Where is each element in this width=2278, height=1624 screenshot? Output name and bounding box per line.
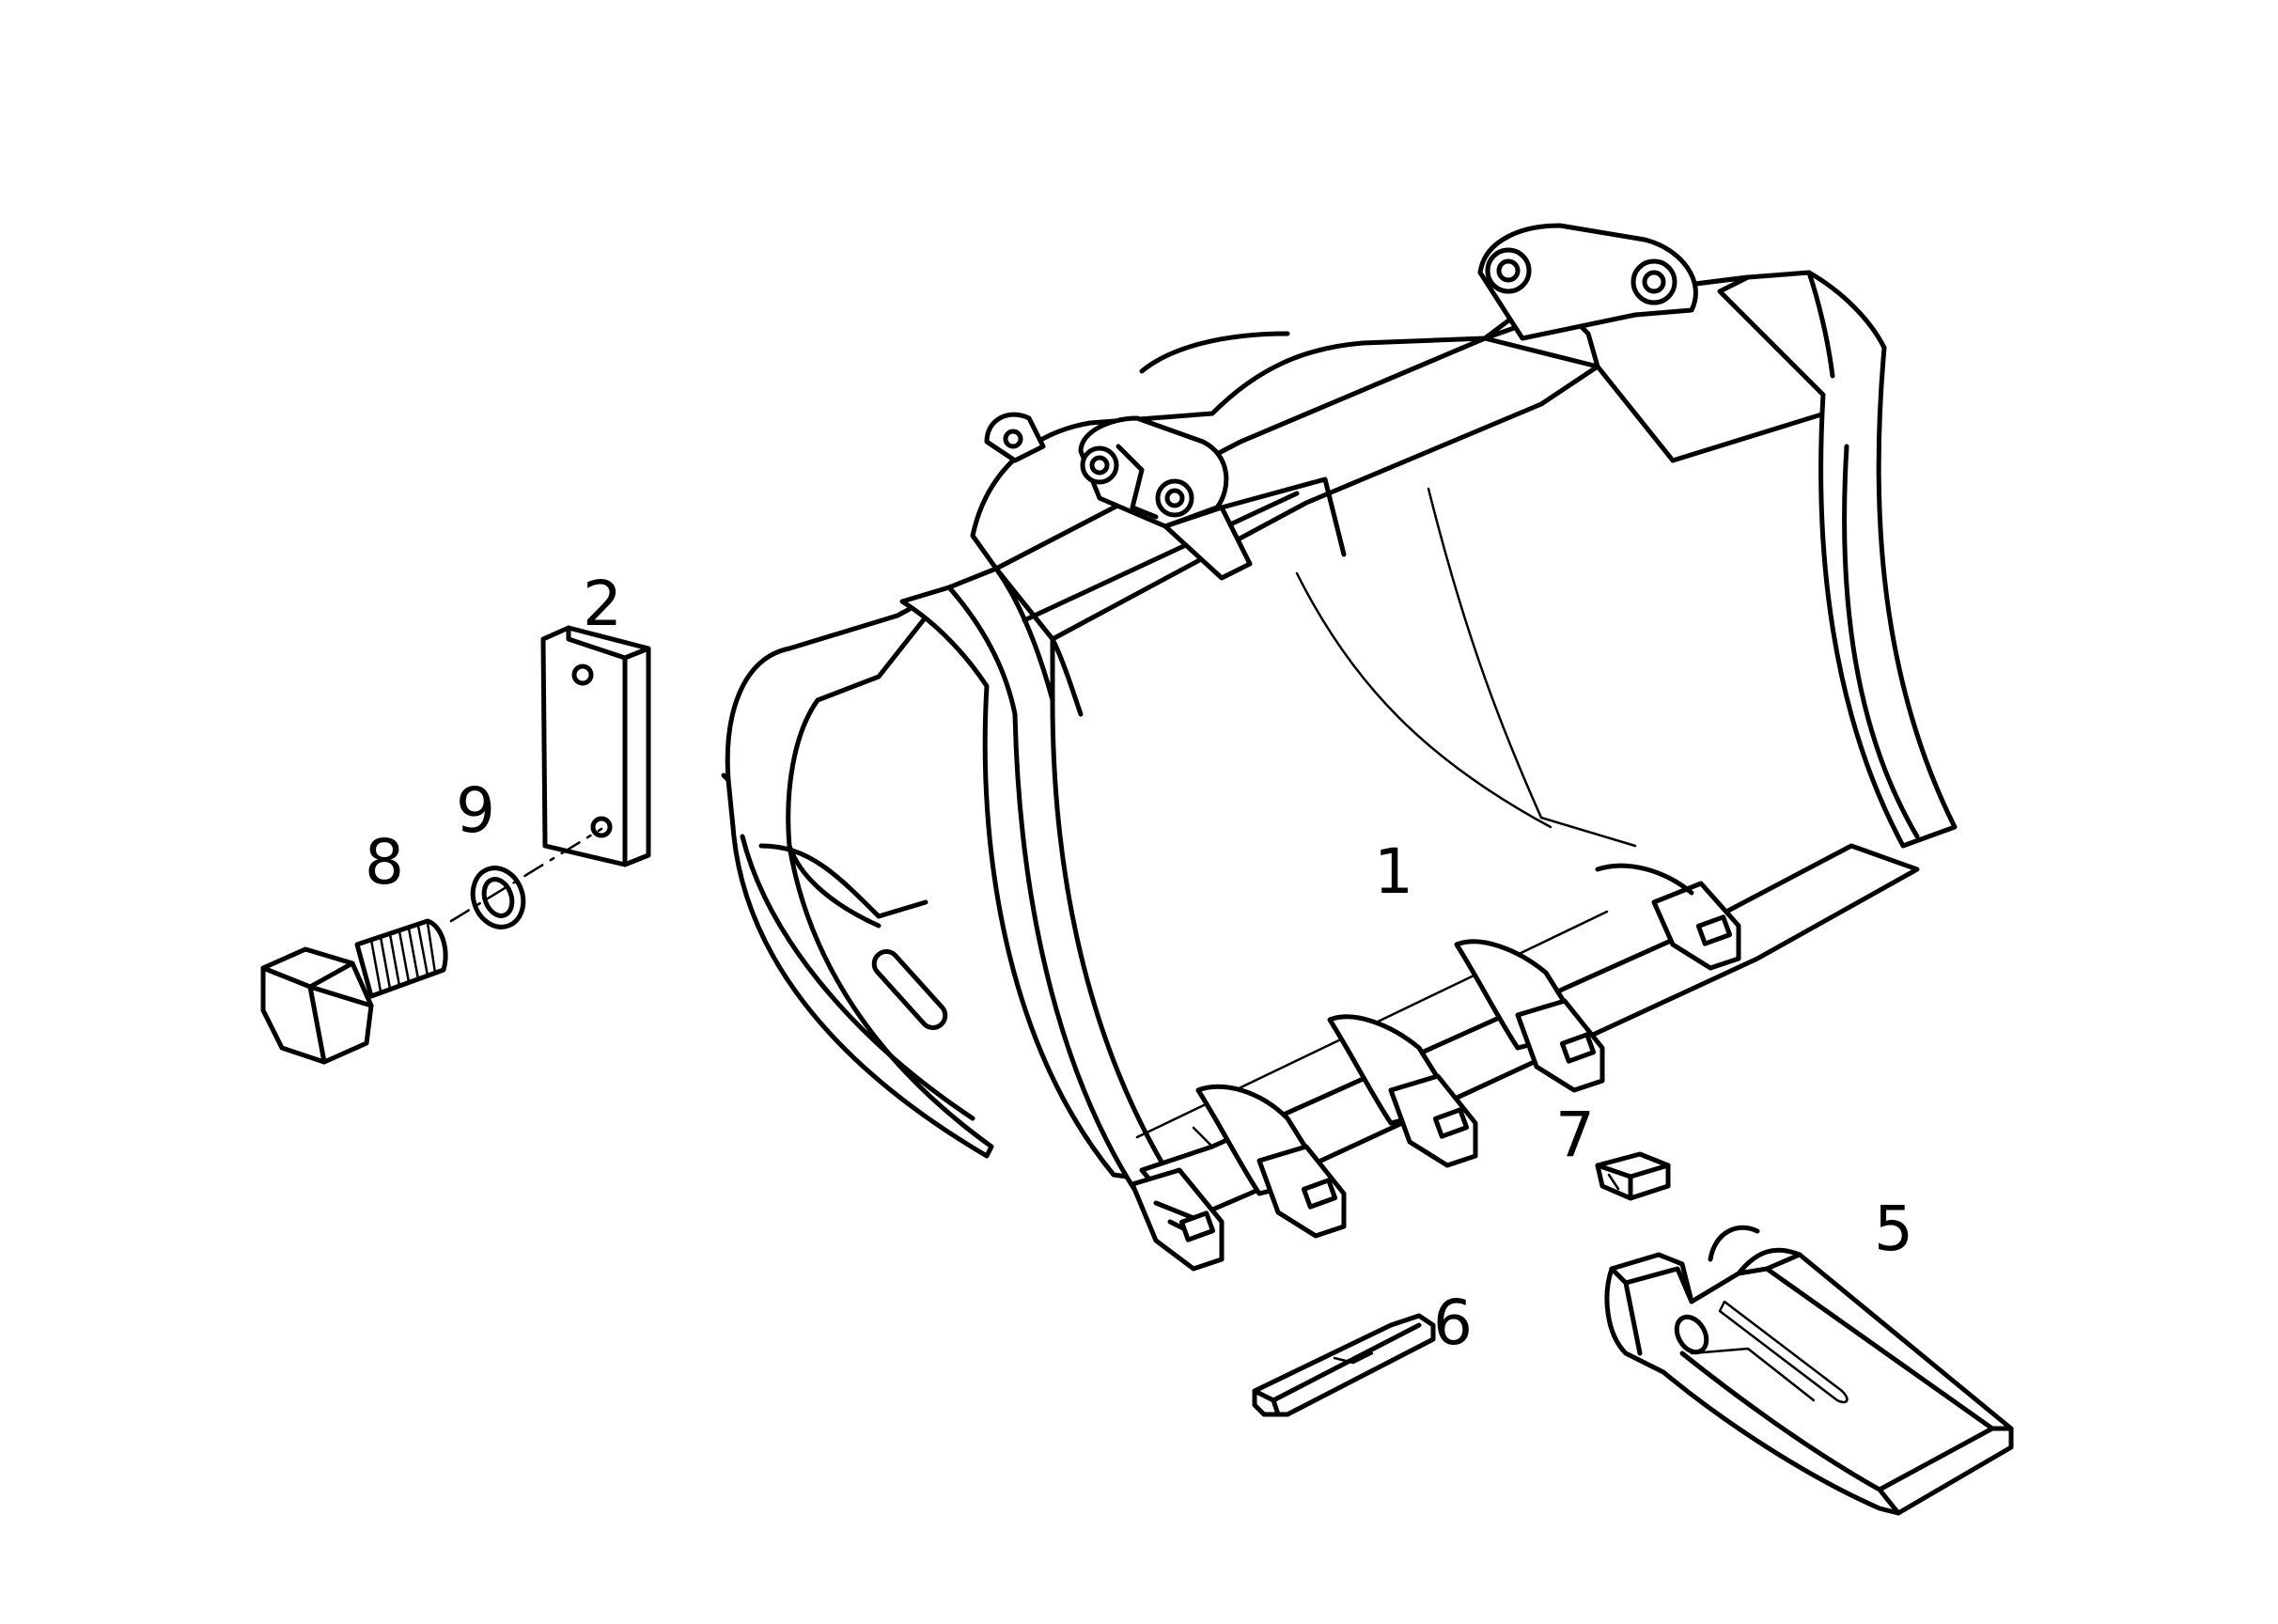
hinge-pin-hole-left-a (1080, 445, 1119, 485)
bucket-left-side-wall (725, 585, 994, 1159)
part-9-washer (470, 866, 526, 929)
bucket-right-hinge-ear (1477, 223, 1698, 341)
part-6-side-plate (1252, 1313, 1436, 1417)
bucket-inner-back-curve (1295, 571, 1552, 829)
bucket-right-side-wall (1717, 270, 1958, 849)
callout-2: 2 (583, 568, 622, 640)
tooth-pin-hole (1674, 1314, 1709, 1355)
plate-hole-top (571, 664, 594, 686)
hinge-pin-hole-left-b (1155, 478, 1194, 518)
callout-9: 9 (456, 774, 495, 847)
part-8-bolt (260, 918, 448, 1065)
side-wall-slot (871, 949, 948, 1030)
part-5-tooth (1604, 1225, 2014, 1516)
callout-6: 6 (1433, 1287, 1473, 1359)
bucket-back-shell (970, 336, 1488, 571)
bucket-teeth-row (1130, 863, 1741, 1272)
callout-8: 8 (365, 826, 404, 898)
part-7-lock (1595, 1151, 1671, 1201)
part-2-plate (540, 625, 651, 867)
callout-1: 1 (1374, 835, 1413, 908)
callout-7: 7 (1555, 1099, 1595, 1171)
assembly-center-line (449, 827, 603, 923)
hinge-pin-hole-right-a (1485, 247, 1532, 294)
bucket-lifting-lug (984, 412, 1046, 463)
bucket-center-rib (1162, 505, 1253, 581)
hinge-pin-hole-right-b (1630, 258, 1677, 305)
callout-5: 5 (1874, 1193, 1913, 1265)
plate-hole-bottom (590, 816, 613, 838)
bucket-assembly (721, 223, 1958, 1272)
